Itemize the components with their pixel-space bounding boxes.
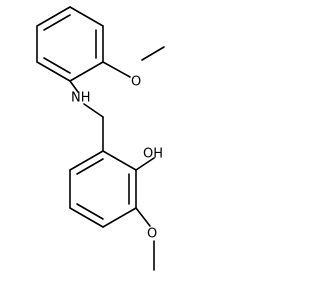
hydroxyl-label: OH [143,147,163,162]
amine-label: NH [71,91,91,106]
bottom-methoxy-group [135,207,155,271]
amine-linker [69,80,104,118]
methoxy-top-oxygen-label: O [131,75,141,90]
structure-canvas: O NH OH O [36,6,165,271]
methoxy-bottom-oxygen-label: O [147,227,157,242]
top-benzene-ring [36,6,104,82]
hydroxyl-bond [135,157,155,171]
bottom-benzene-ring [69,150,137,228]
top-methoxy-group [102,46,165,78]
chemical-structure-diagram: O NH OH O [36,6,165,271]
